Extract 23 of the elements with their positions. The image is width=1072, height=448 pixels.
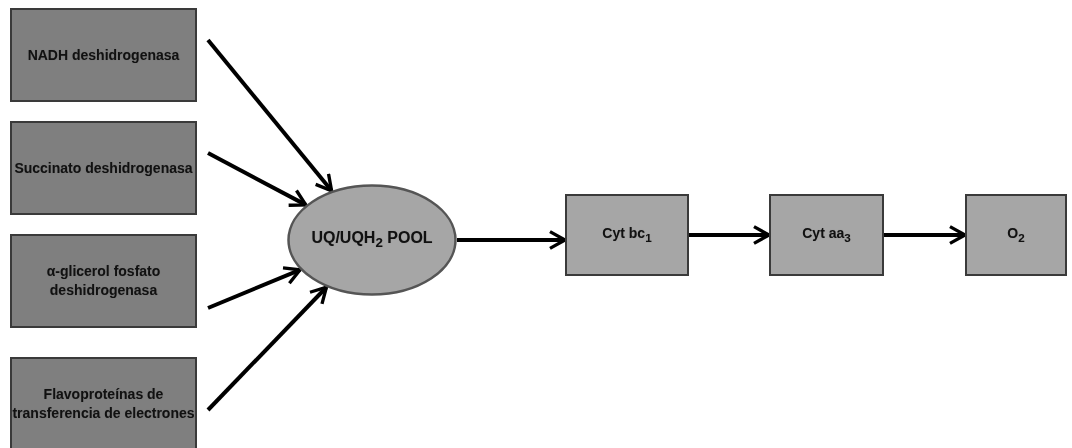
arrow (457, 230, 567, 250)
complex-box (769, 194, 884, 276)
complex-box (565, 194, 689, 276)
node-label: α-glicerol fosfato deshidrogenasa (45, 262, 162, 300)
enzyme-box (10, 121, 197, 215)
arrow (206, 285, 329, 412)
pool-ellipse (287, 184, 457, 296)
enzyme-box (10, 357, 197, 448)
complex-box (965, 194, 1067, 276)
enzyme-box (10, 234, 197, 328)
node-label: Flavoproteínas de transferencia de electrones (12, 385, 195, 423)
arrow (884, 225, 967, 245)
node-label: Cyt aa$_{3}$ (802, 223, 851, 246)
arrow (689, 225, 771, 245)
enzyme-box (10, 8, 197, 102)
arrow (206, 38, 334, 193)
arrow (207, 151, 308, 207)
node-label: Succinato deshidrogenasa (14, 158, 193, 178)
node-label: Cyt bc$_{1}$ (602, 223, 652, 246)
node-label: UQ/UQH$_{2}$ POOL (311, 227, 433, 253)
node-label: NADH deshidrogenasa (27, 45, 180, 65)
node-label: O$_{2}$ (1007, 223, 1025, 246)
arrow (207, 266, 302, 310)
